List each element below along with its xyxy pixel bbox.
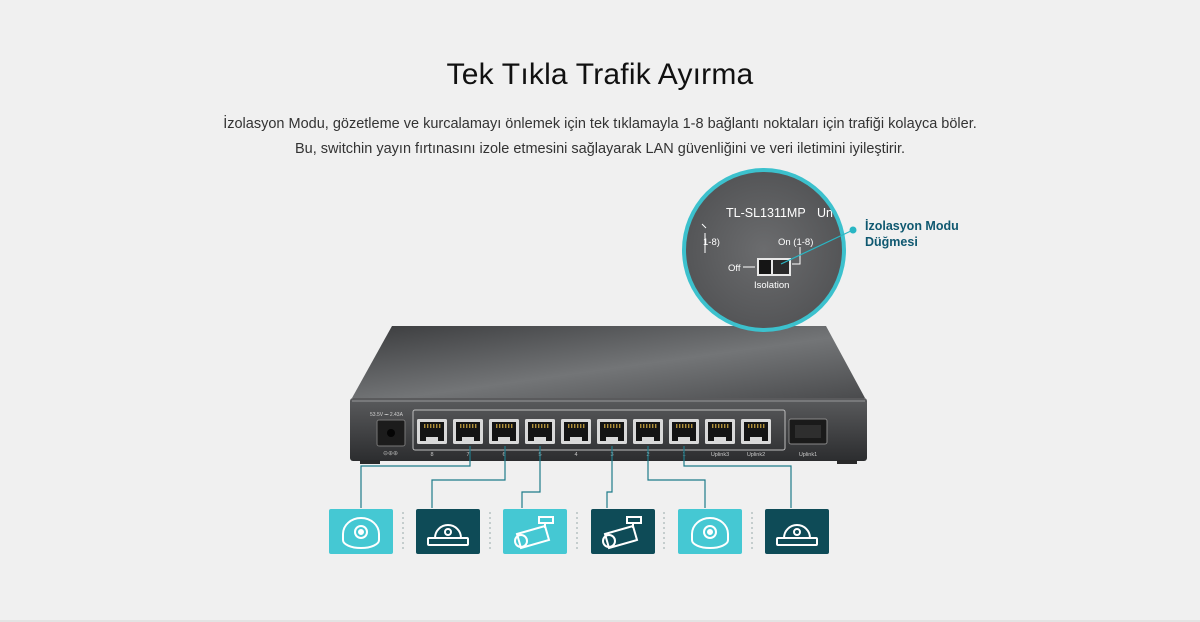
rj45-port xyxy=(453,419,483,444)
camera-tile xyxy=(329,509,393,554)
ceiling-camera-icon xyxy=(776,524,818,546)
camera-separators xyxy=(402,512,753,552)
model-suffix: Un xyxy=(817,206,833,220)
ethernet-ports xyxy=(417,419,771,444)
port-label: Uplink2 xyxy=(747,452,765,458)
off-label: Off xyxy=(728,263,741,274)
camera-tiles xyxy=(329,509,829,554)
camera-tile xyxy=(416,509,480,554)
port-label: Uplink3 xyxy=(711,452,729,458)
port-label: Uplink1 xyxy=(799,452,817,458)
bottom-divider xyxy=(0,620,1200,622)
camera-tile xyxy=(503,509,567,554)
rj45-port xyxy=(669,419,699,444)
power-label: 53.5V ⎓ 2.43A xyxy=(370,412,404,418)
magnifier-lens xyxy=(686,172,842,328)
isolation-mode-button-label: İzolasyon Modu Düğmesi xyxy=(865,219,959,249)
port-label: 4 xyxy=(574,452,577,458)
bullet-camera-icon xyxy=(514,516,554,550)
camera-tile xyxy=(591,509,655,554)
description-line-1: İzolasyon Modu, gözetleme ve kurcalamayı… xyxy=(223,116,977,132)
rj45-port xyxy=(597,419,627,444)
camera-tile xyxy=(765,509,829,554)
rj45-uplink-port xyxy=(705,419,735,444)
bullet-camera-icon xyxy=(602,516,642,550)
isolation-label: Isolation xyxy=(754,280,789,291)
isolation-switch-knob xyxy=(759,260,771,274)
rj45-port xyxy=(525,419,555,444)
callout-dot xyxy=(849,226,857,234)
port-label: 6 xyxy=(502,452,505,458)
ceiling-camera-icon xyxy=(427,524,469,546)
rj45-port xyxy=(561,419,591,444)
page-title: Tek Tıkla Trafik Ayırma xyxy=(446,58,754,91)
range-label-left: 1-8) xyxy=(703,237,720,248)
svg-text:⊖⊕⊕: ⊖⊕⊕ xyxy=(383,451,398,457)
connection-lines xyxy=(360,446,792,508)
model-name: TL-SL1311MP xyxy=(726,206,806,220)
rj45-port xyxy=(417,419,447,444)
rj45-port xyxy=(633,419,663,444)
rj45-uplink-port xyxy=(741,419,771,444)
rj45-port xyxy=(489,419,519,444)
description-line-2: Bu, switchin yayın fırtınasını izole etm… xyxy=(294,141,906,157)
port-label: 8 xyxy=(430,452,433,458)
port-label: 7 xyxy=(466,452,469,458)
camera-tile xyxy=(678,509,742,554)
dome-camera-icon xyxy=(342,517,380,549)
switch-top xyxy=(352,326,865,398)
dome-camera-icon xyxy=(691,517,729,549)
on-label: On (1-8) xyxy=(778,237,813,248)
